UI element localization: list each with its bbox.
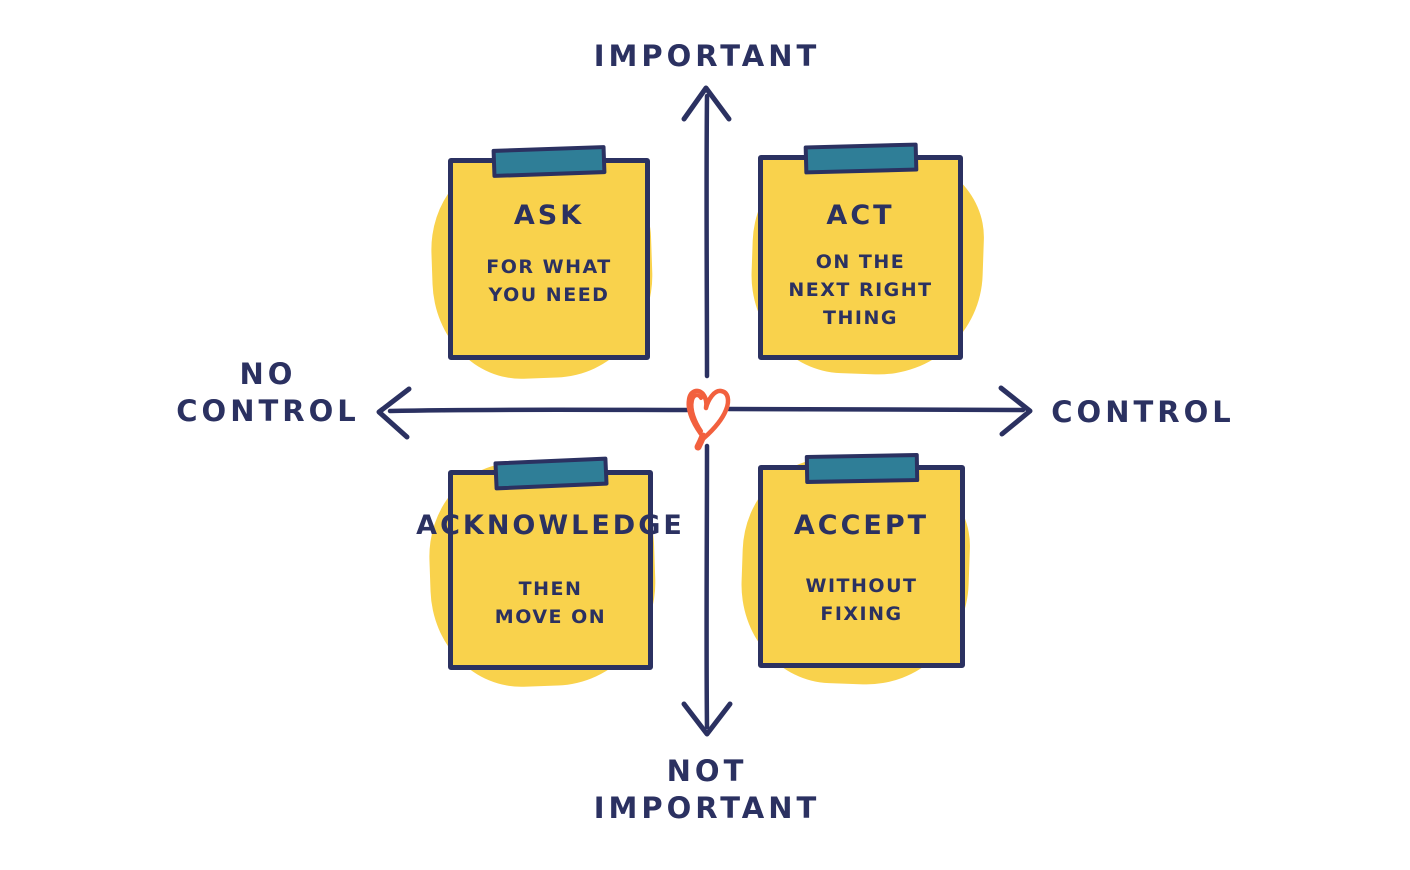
tape-icon xyxy=(804,453,919,484)
tape-icon xyxy=(803,142,918,175)
axis-label-not-important: NOT IMPORTANT xyxy=(594,753,821,827)
note-body-line: YOU NEED xyxy=(488,284,610,306)
note-body-line: THEN xyxy=(518,578,583,600)
note-title-act: ACT xyxy=(826,200,895,231)
tape-icon xyxy=(491,145,607,178)
axis-label-important-text: IMPORTANT xyxy=(593,39,821,73)
note-body-line: FOR WHAT xyxy=(486,256,612,278)
axis-label-no-control-line2: CONTROL xyxy=(176,394,360,428)
note-title-accept: ACCEPT xyxy=(793,510,930,541)
note-body-acknowledge: THEN MOVE ON xyxy=(453,575,648,631)
arrow-left-icon xyxy=(376,386,412,440)
sticky-note-ask: ASK FOR WHAT YOU NEED xyxy=(428,145,656,382)
note-body-line: NEXT RIGHT xyxy=(788,279,933,301)
note-paper: ACT ON THE NEXT RIGHT THING xyxy=(758,142,963,360)
note-paper: ASK FOR WHAT YOU NEED xyxy=(448,145,650,360)
tape-icon xyxy=(492,456,609,491)
axis-label-control-text: CONTROL xyxy=(1051,395,1235,429)
note-paper: ACKNOWLEDGE THEN MOVE ON xyxy=(416,456,682,670)
note-body-line: ON THE xyxy=(815,251,906,273)
arrow-down-icon xyxy=(681,701,733,737)
axis-label-no-control-line1: NO xyxy=(239,357,297,391)
arrow-right-icon xyxy=(998,385,1033,437)
note-body-ask: FOR WHAT YOU NEED xyxy=(453,253,645,309)
note-body-line: MOVE ON xyxy=(494,606,607,628)
axis-label-no-control: NO CONTROL xyxy=(176,356,359,430)
note-body-act: ON THE NEXT RIGHT THING xyxy=(763,248,958,332)
note-body-accept: WITHOUT FIXING xyxy=(763,572,960,628)
axis-label-important: IMPORTANT xyxy=(594,38,821,75)
axis-label-control: CONTROL xyxy=(1051,394,1234,431)
note-body-line: THING xyxy=(823,307,898,329)
sticky-note-act: ACT ON THE NEXT RIGHT THING xyxy=(748,142,987,378)
note-body-line: FIXING xyxy=(820,603,903,625)
horizontal-axis-line xyxy=(387,406,1026,414)
note-body-line: WITHOUT xyxy=(805,575,918,597)
axis-label-not-important-line1: NOT xyxy=(666,754,748,788)
note-paper: ACCEPT WITHOUT FIXING xyxy=(758,453,965,668)
sticky-note-acknowledge: ACKNOWLEDGE THEN MOVE ON xyxy=(416,456,682,690)
note-title-ask: ASK xyxy=(513,200,585,231)
note-title-acknowledge: ACKNOWLEDGE xyxy=(416,510,685,541)
sticky-note-accept: ACCEPT WITHOUT FIXING xyxy=(738,453,973,688)
axis-label-not-important-line2: IMPORTANT xyxy=(593,791,821,825)
arrow-up-icon xyxy=(681,85,732,122)
heart-icon xyxy=(686,388,731,451)
